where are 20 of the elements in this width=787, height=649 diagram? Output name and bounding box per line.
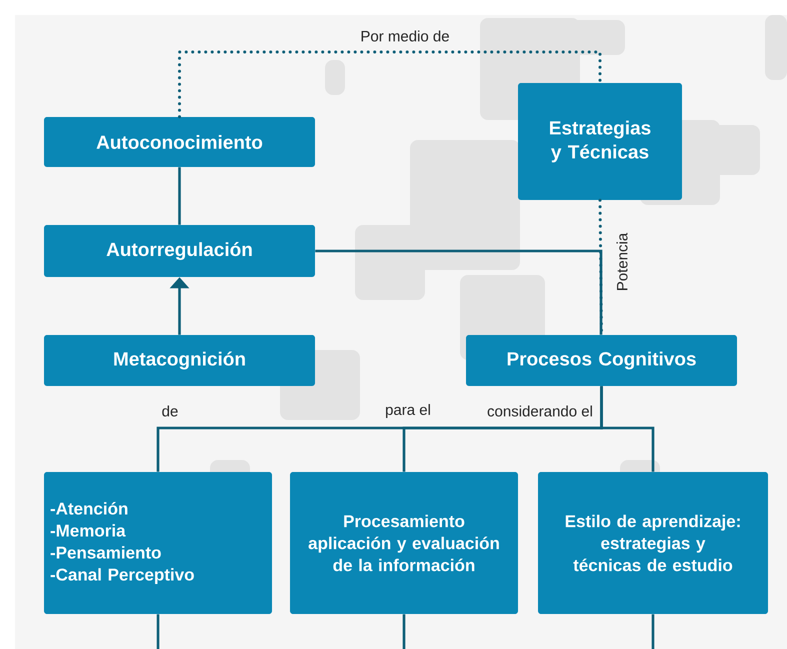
edge-label: considerando el (488, 406, 592, 416)
edge-label: Por medio de (362, 30, 449, 42)
concept-box: Procesos Cognitivos (466, 335, 737, 386)
edge-label: Potencia (616, 232, 628, 290)
connector (178, 50, 602, 118)
concept-box: Procesamiento aplicación y evaluación de la información (290, 472, 518, 614)
concept-box: -Atención -Memoria -Pensamiento -Canal Perceptivo (44, 472, 272, 614)
connector (178, 167, 181, 225)
concept-box: Autoconocimiento (44, 117, 315, 167)
concept-box: Estrategias y Técnicas (518, 83, 682, 200)
concept-box: Metacognición (44, 335, 315, 386)
edge-label: de (162, 406, 178, 416)
connector (156, 614, 160, 649)
connector (315, 250, 602, 335)
connector (402, 614, 406, 649)
edge-label: para el (386, 404, 430, 418)
concept-box: Estilo de aprendizaje: estrategias y técnicas de estudio (538, 472, 768, 614)
concept-box: Autorregulación (44, 225, 315, 277)
connector (600, 386, 654, 472)
connector (652, 614, 654, 649)
